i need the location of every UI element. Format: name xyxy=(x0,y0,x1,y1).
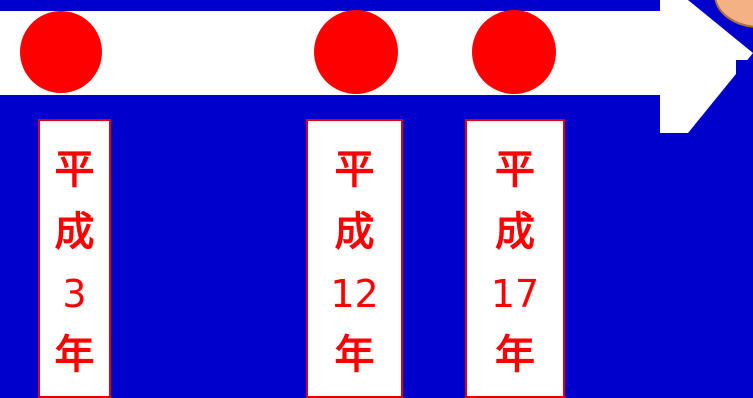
marker-dot-h3 xyxy=(20,11,102,93)
year-suffix: 年 xyxy=(335,333,375,377)
year-label-h17: 平 成 17 年 xyxy=(465,119,565,398)
year-number: 17 xyxy=(491,273,539,315)
year-number: 3 xyxy=(62,273,86,315)
marker-dot-h12 xyxy=(314,10,398,94)
year-label-h12: 平 成 12 年 xyxy=(306,119,403,398)
era-char-1: 平 xyxy=(335,148,375,192)
era-char-2: 成 xyxy=(55,210,95,254)
era-char-2: 成 xyxy=(335,210,375,254)
marker-dot-h17 xyxy=(472,10,556,94)
year-suffix: 年 xyxy=(55,333,95,377)
era-char-1: 平 xyxy=(495,148,535,192)
era-char-2: 成 xyxy=(495,210,535,254)
year-suffix: 年 xyxy=(495,333,535,377)
era-char-1: 平 xyxy=(55,148,95,192)
year-number: 12 xyxy=(330,273,378,315)
corner-decoration xyxy=(715,0,753,27)
year-label-h3: 平 成 3 年 xyxy=(38,119,111,398)
arrow-tip-gap xyxy=(736,60,753,106)
